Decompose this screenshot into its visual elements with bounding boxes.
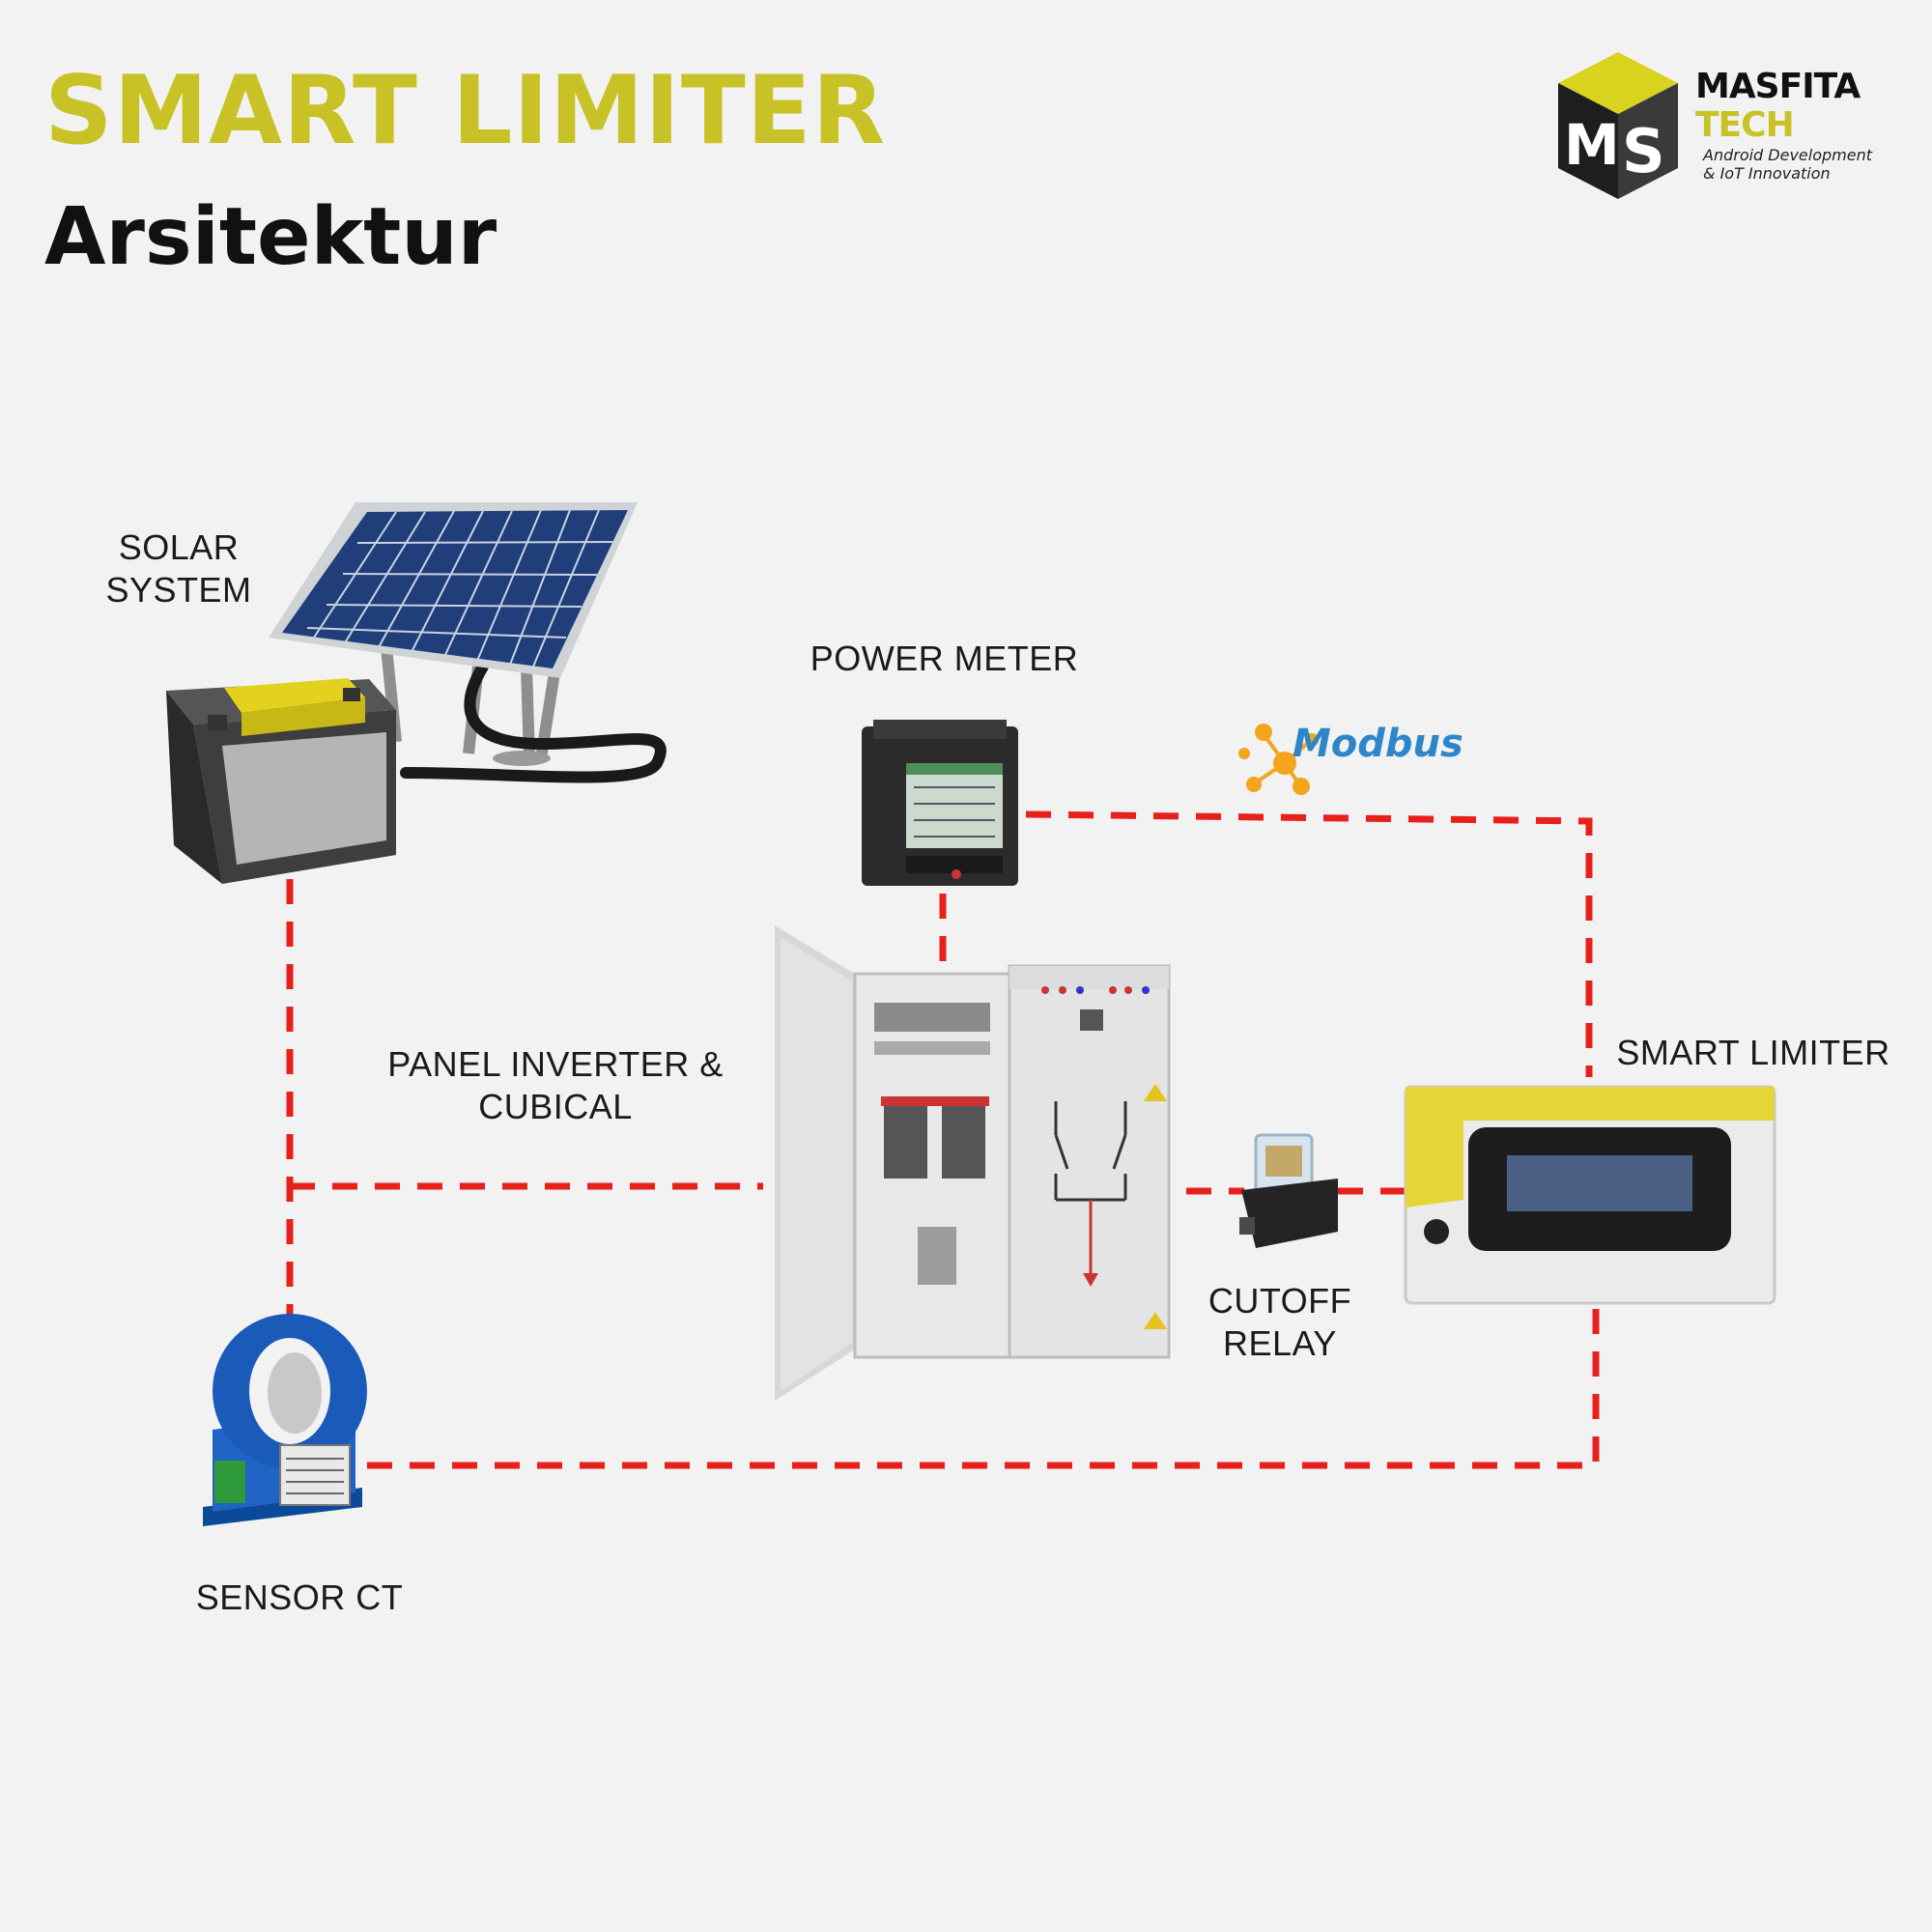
logo-wordmark-masfita: MASFITA	[1695, 67, 1861, 106]
solar-system-label: SOLAR SYSTEM	[105, 527, 252, 610]
page-title: SMART LIMITER	[44, 56, 887, 166]
logo-wordmark-tech: TECH	[1695, 105, 1795, 145]
ms-cube-logo-icon: M S	[1558, 52, 1678, 199]
battery-icon	[166, 678, 396, 884]
logo-tagline-1: Android Development	[1703, 146, 1873, 164]
smart-limiter-device-icon	[1404, 1085, 1776, 1305]
power-meter-label: POWER METER	[810, 639, 1079, 678]
panel-inverter-label: PANEL INVERTER & CUBICAL	[387, 1044, 724, 1126]
sensor-ct-icon	[203, 1314, 367, 1526]
modbus-label: Modbus	[1293, 722, 1463, 766]
svg-text:M: M	[1564, 112, 1620, 178]
cutoff-relay-label: CUTOFF RELAY	[1208, 1281, 1352, 1363]
limiter-to-sensor-line	[336, 1309, 1600, 1469]
cutoff-relay-icon	[1239, 1133, 1338, 1248]
power-meter-icon	[862, 720, 1018, 886]
page-subtitle: Arsitektur	[44, 191, 497, 283]
modbus-logo-icon	[1238, 724, 1319, 795]
masfita-tech-logo: M S MASFITA TECH Android Development & I…	[1550, 48, 1908, 203]
solar-panel-icon	[269, 502, 667, 783]
modbus-line	[1025, 810, 1593, 1077]
connection-lines	[286, 810, 1600, 1469]
svg-text:S: S	[1622, 116, 1665, 186]
panel-cubical-icon	[775, 925, 1171, 1401]
smart-limiter-label: SMART LIMITER	[1616, 1033, 1890, 1072]
logo-tagline-2: & IoT Innovation	[1703, 164, 1831, 183]
sensor-ct-label: SENSOR CT	[195, 1577, 404, 1617]
